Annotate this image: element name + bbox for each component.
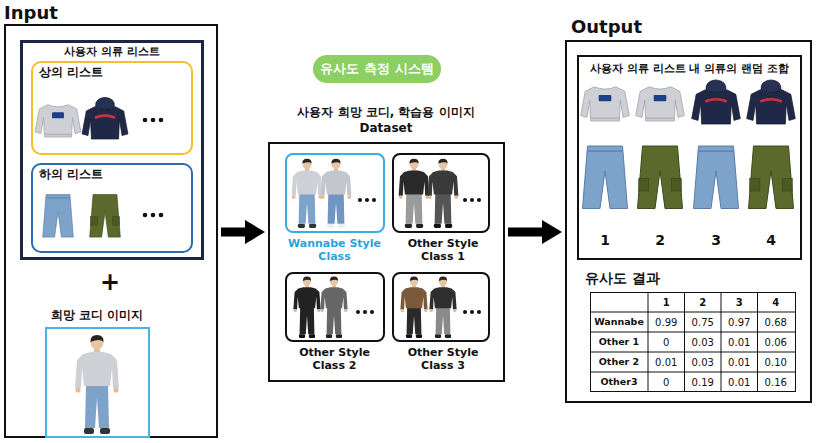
table-cell: 0 [663,337,669,348]
ellipsis-dots [143,118,164,123]
table-cell: 0.03 [692,337,714,348]
table-cell: Other 1 [599,337,639,347]
table-cell: 0.01 [655,357,677,368]
class-box: Other Style Class 2 [285,272,385,342]
callout-number: 4 [766,233,776,248]
hoodie-image [747,80,796,124]
table-cell: Other3 [600,377,637,387]
node-label: Other Style Class 1 [393,237,493,263]
table-cell: 0.16 [765,377,787,388]
table-cell: 0.01 [728,357,750,368]
table-cell: 0.03 [692,357,714,368]
table-cell: 0.01 [728,377,750,388]
callout-number: 3 [711,233,721,248]
node-label: 하의 리스트 [39,167,191,181]
table-cell: 0 [663,377,669,388]
ellipsis-dots [356,310,374,314]
class-box: Other Style Class 3 [392,272,490,342]
ellipsis-dots [358,198,376,202]
hoodie-image [692,80,741,124]
dataset-box: 사용자 희망 코디, 학습용 이미지 DatasetWannabe Style … [268,142,505,382]
table-cell: 2 [699,297,706,308]
person-image [428,159,459,228]
node-label: Wannabe Style Class [285,237,385,263]
table-cell: 0.68 [765,317,787,328]
jeans-image [694,146,739,209]
table-cell: 0.06 [765,337,787,348]
wannabe-person-image [75,335,119,434]
ellipsis-dots [463,198,481,202]
combination-box: 사용자 의류 리스트 내 의류의 랜덤 조합 [577,55,802,260]
node-label: 사용자 의류 리스트 [23,45,201,58]
input-panel: Input사용자 의류 리스트상의 리스트하의 리스트희망 코디 이미지 [4,24,218,438]
cargo-image [638,146,683,209]
person-image [321,159,352,228]
top-list-box: 상의 리스트 [31,61,193,155]
class-box: Other Style Class 1 [392,153,490,233]
node-label: Output [571,16,691,38]
cargo-image [749,146,794,209]
person-image [399,159,430,228]
callout-number: 1 [600,233,610,248]
table-grid [590,292,796,392]
jeans-image [43,195,74,238]
person-image [293,277,320,338]
node-label: 상의 리스트 [39,65,191,79]
table-cell: 0.99 [655,317,677,328]
sweatshirt-image [581,87,630,121]
sweatshirt-image [35,105,81,137]
node-label: Other Style Class 2 [285,346,385,372]
output-panel: Output사용자 의류 리스트 내 의류의 랜덤 조합유사도 결과 [565,40,812,403]
plus-sign: + [100,269,120,295]
table-cell: 0.19 [692,377,714,388]
table-cell: 0.97 [728,317,750,328]
sweatshirt-image [636,87,685,121]
table-cell: 0.75 [692,317,714,328]
wanted-outfit-box: 희망 코디 이미지 [45,327,150,438]
table-cell: 0.10 [765,357,787,368]
class-box: Wannabe Style Class [285,153,385,233]
node-label: 희망 코디 이미지 [27,308,167,322]
node-label: 유사도 측정 시스템 [313,55,441,83]
table-cell: Wannabe [594,317,644,327]
ellipsis-dots [463,310,481,314]
flow-arrow [221,228,249,237]
node-label: Input [4,2,124,24]
jeans-image [583,146,628,209]
node-label: 사용자 희망 코디, 학습용 이미지 Dataset [291,104,481,136]
table-cell: 4 [772,297,779,308]
node-label: 사용자 의류 리스트 내 의류의 랜덤 조합 [579,62,800,75]
clothing-list-box: 사용자 의류 리스트상의 리스트하의 리스트 [20,40,204,260]
person-image [429,277,456,338]
node-label: Other Style Class 3 [393,346,493,372]
table-cell: 0.01 [728,337,750,348]
ellipsis-dots [143,213,164,218]
person-image [320,277,347,338]
table-cell: 3 [736,297,743,308]
callout-number: 2 [655,233,665,248]
cargo-image [90,195,121,238]
flow-arrow [508,228,546,237]
system-badge: 유사도 측정 시스템 [313,55,441,83]
bottom-list-box: 하의 리스트 [31,163,193,253]
person-image [292,159,323,228]
table-cell: 1 [663,297,670,308]
table-cell: Other 2 [599,357,639,367]
node-label: 유사도 결과 [585,270,705,287]
hoodie-image [82,97,128,139]
person-image [400,277,427,338]
